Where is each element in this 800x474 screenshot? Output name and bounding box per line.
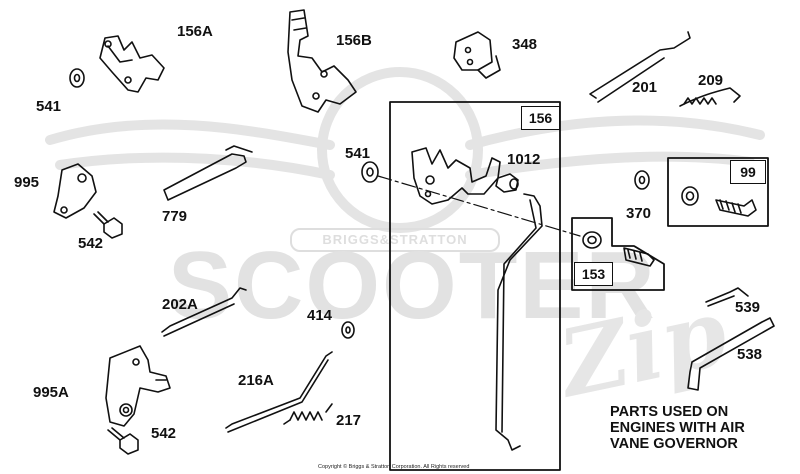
box-156-frame <box>389 101 561 471</box>
label-348: 348 <box>512 36 538 53</box>
label-538: 538 <box>737 346 763 363</box>
label-541-top: 541 <box>36 98 62 115</box>
parts-note-line2: ENGINES WITH AIR <box>610 420 745 436</box>
label-414: 414 <box>307 307 333 324</box>
box-153-tag: 153 <box>574 262 613 286</box>
part-156-bracket-drawing <box>411 147 501 205</box>
part-216a-drawing <box>225 351 333 433</box>
label-209: 209 <box>698 72 724 89</box>
part-202a-drawing <box>161 287 247 337</box>
part-542-top-drawing <box>93 211 123 239</box>
governor-link-drawing <box>495 193 543 451</box>
box-99-frame <box>667 157 769 227</box>
parts-note-line3: VANE GOVERNOR <box>610 436 738 452</box>
part-201-drawing <box>589 31 691 103</box>
part-153-drawing <box>582 231 655 267</box>
label-995a: 995A <box>33 384 69 401</box>
part-1012-drawing <box>495 173 519 193</box>
part-995-drawing <box>53 163 97 219</box>
box-153-label: 153 <box>581 266 606 282</box>
label-216a: 216A <box>238 372 274 389</box>
box-156-tag: 156 <box>521 106 560 130</box>
part-539-drawing <box>705 287 749 307</box>
label-370: 370 <box>626 205 652 222</box>
label-156a: 156A <box>177 23 213 40</box>
part-541-mid-drawing <box>361 161 379 183</box>
part-414-drawing <box>341 321 355 339</box>
label-995: 995 <box>14 174 40 191</box>
part-99-drawing <box>681 186 757 217</box>
box-156-label: 156 <box>528 110 553 126</box>
part-348-drawing <box>453 31 501 79</box>
part-995a-drawing <box>105 345 171 427</box>
part-156b-drawing <box>287 9 357 113</box>
parts-note: PARTS USED ON ENGINES WITH AIR VANE GOVE… <box>610 404 745 452</box>
label-1012: 1012 <box>507 151 541 168</box>
label-542-top: 542 <box>78 235 104 252</box>
label-217: 217 <box>336 412 362 429</box>
part-541-top-drawing <box>69 68 85 88</box>
label-156b: 156B <box>336 32 372 49</box>
watermark-word: SCOOTER <box>168 232 657 339</box>
assembly-axis-line <box>377 175 581 237</box>
copyright-text: Copyright © Briggs & Stratton Corporatio… <box>318 464 470 470</box>
label-542-bottom: 542 <box>151 425 177 442</box>
box-99-label: 99 <box>740 164 756 180</box>
part-209-drawing <box>679 87 741 107</box>
label-539: 539 <box>735 299 761 316</box>
label-201: 201 <box>632 79 658 96</box>
part-542-bottom-drawing <box>107 427 139 455</box>
parts-note-line1: PARTS USED ON <box>610 404 729 420</box>
label-779: 779 <box>162 208 188 225</box>
part-538-drawing <box>687 317 775 391</box>
watermark-logo: BRIGGS&STRATTON <box>290 228 500 252</box>
label-541-mid: 541 <box>345 145 371 162</box>
part-156a-drawing <box>99 35 165 93</box>
part-370-drawing <box>634 170 650 190</box>
part-217-drawing <box>283 403 333 425</box>
box-99-tag: 99 <box>730 160 766 184</box>
part-779-drawing <box>163 145 253 201</box>
label-202a: 202A <box>162 296 198 313</box>
